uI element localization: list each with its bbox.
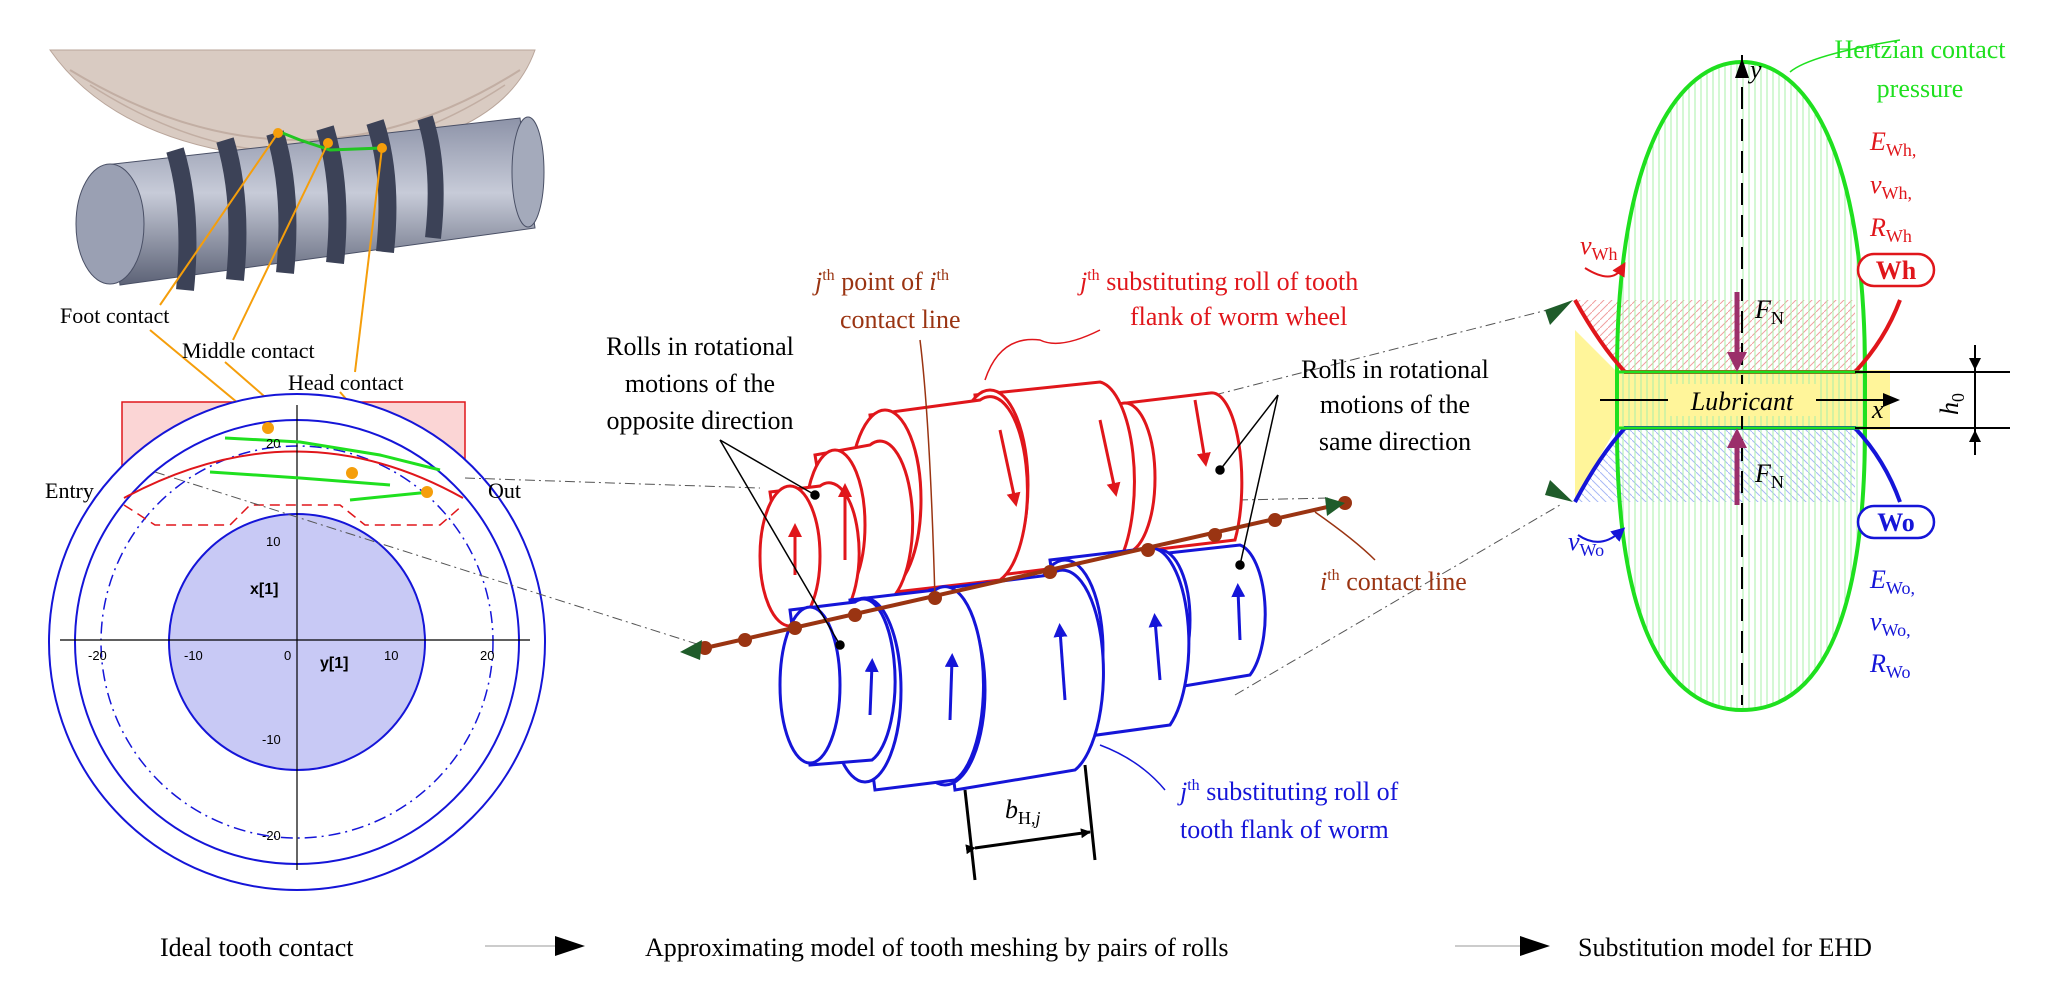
- jth-point-leader: [919, 339, 936, 601]
- wheel-roll-label: jth substituting roll of tooth: [1077, 267, 1358, 296]
- tick-h-4: 20: [480, 648, 494, 663]
- svg-text:Hertzian contact: Hertzian contact: [1834, 35, 2006, 64]
- ith-contact-line: [680, 496, 1352, 660]
- tick-h-1: -10: [184, 648, 203, 663]
- force-label-bottom: FN: [1754, 459, 1784, 492]
- foot-contact-dot: [262, 422, 274, 434]
- flow-arrow-2: [1520, 936, 1550, 956]
- bottom-flow: Ideal tooth contact Approximating model …: [160, 933, 1872, 962]
- foot-contact-label: Foot contact: [60, 303, 169, 328]
- worm-roll-label-2: tooth flank of worm: [1180, 815, 1389, 844]
- head-contact-dot: [421, 486, 433, 498]
- svg-text:opposite direction: opposite direction: [606, 406, 793, 435]
- worm-velocity-label: vWo: [1568, 527, 1604, 560]
- worm-wheel-rolls: [758, 380, 1244, 628]
- svg-text:motions of the: motions of the: [625, 369, 775, 398]
- wheel-tag: Wh: [1876, 256, 1917, 285]
- tooth-contact-plot: -20 -10 0 10 20 20 10 -10 -20 x[1] y[1]: [48, 393, 546, 891]
- axis-x: x: [1871, 395, 1884, 424]
- worm-roll-arrows: [864, 583, 1246, 721]
- svg-text:RWo: RWo: [1869, 649, 1910, 682]
- wheel-velocity-label: vWh: [1580, 231, 1618, 264]
- jth-point-label-2: contact line: [840, 305, 961, 334]
- ehd-model: [1545, 39, 2010, 713]
- tick-h-0: -20: [88, 648, 107, 663]
- tick-h-2: 0: [284, 648, 291, 663]
- svg-text:Rolls in rotational: Rolls in rotational: [1301, 355, 1489, 384]
- rolls-same-label: Rolls in rotational motions of the same …: [1301, 355, 1489, 456]
- svg-text:Rolls in rotational: Rolls in rotational: [606, 332, 794, 361]
- flow-arrow-1: [555, 936, 585, 956]
- lubricant-label: Lubricant: [1690, 387, 1794, 416]
- tick-v-2: -10: [262, 732, 281, 747]
- force-label-top: FN: [1754, 295, 1784, 328]
- head-contact-label: Head contact: [288, 370, 403, 395]
- svg-text:νWo,: νWo,: [1870, 607, 1911, 640]
- film-thickness-label: h0: [1935, 393, 1968, 415]
- middle-contact-label: Middle contact: [182, 338, 315, 363]
- rolls-same-leaders: [1215, 394, 1279, 570]
- axis-y-label: y[1]: [320, 655, 348, 672]
- svg-text:pressure: pressure: [1877, 74, 1964, 103]
- ith-contact-line-label: ith contact line: [1320, 567, 1467, 596]
- worm-wheel-roll-arrows: [788, 399, 1211, 575]
- svg-text:motions of the: motions of the: [1320, 390, 1470, 419]
- connectors: [154, 307, 1561, 696]
- svg-text:same direction: same direction: [1319, 427, 1471, 456]
- axis-y: y: [1747, 55, 1762, 84]
- hertz-label: Hertzian contact pressure: [1834, 35, 2006, 103]
- worm-properties: EWo, νWo, RWo: [1869, 565, 1915, 682]
- svg-text:RWh: RWh: [1869, 213, 1912, 246]
- step-ehd-model: Substitution model for EHD: [1578, 933, 1872, 962]
- step-approximating-model: Approximating model of tooth meshing by …: [645, 933, 1229, 962]
- entry-label: Entry: [45, 478, 94, 503]
- worm-roll-label: jth substituting roll of: [1177, 777, 1399, 806]
- axis-x-label: x[1]: [250, 581, 278, 598]
- rolls-opposite-leaders: [719, 439, 845, 650]
- wheel-roll-label-2: flank of worm wheel: [1130, 302, 1347, 331]
- middle-contact-dot: [346, 467, 358, 479]
- worm-3d-render: [75, 115, 545, 291]
- worm-tag: Wo: [1877, 508, 1915, 537]
- out-label: Out: [488, 478, 521, 503]
- wheel-properties: EWh, νWh, RWh: [1869, 127, 1916, 246]
- tick-v-3: -20: [262, 828, 281, 843]
- width-label: bH,j: [1005, 795, 1041, 828]
- tick-h-3: 10: [384, 648, 398, 663]
- svg-text:νWh,: νWh,: [1870, 170, 1912, 203]
- svg-text:EWo,: EWo,: [1869, 565, 1915, 598]
- svg-text:EWh,: EWh,: [1869, 127, 1916, 160]
- step-ideal-contact: Ideal tooth contact: [160, 933, 354, 962]
- tick-v-0: 20: [266, 436, 280, 451]
- wheel-roll-leader: [984, 329, 1101, 381]
- jth-point-label: jth point of ith: [812, 267, 949, 296]
- rolls-opposite-label: Rolls in rotational motions of the oppos…: [606, 332, 794, 435]
- tick-v-1: 10: [266, 534, 280, 549]
- width-dimension: [963, 764, 1097, 881]
